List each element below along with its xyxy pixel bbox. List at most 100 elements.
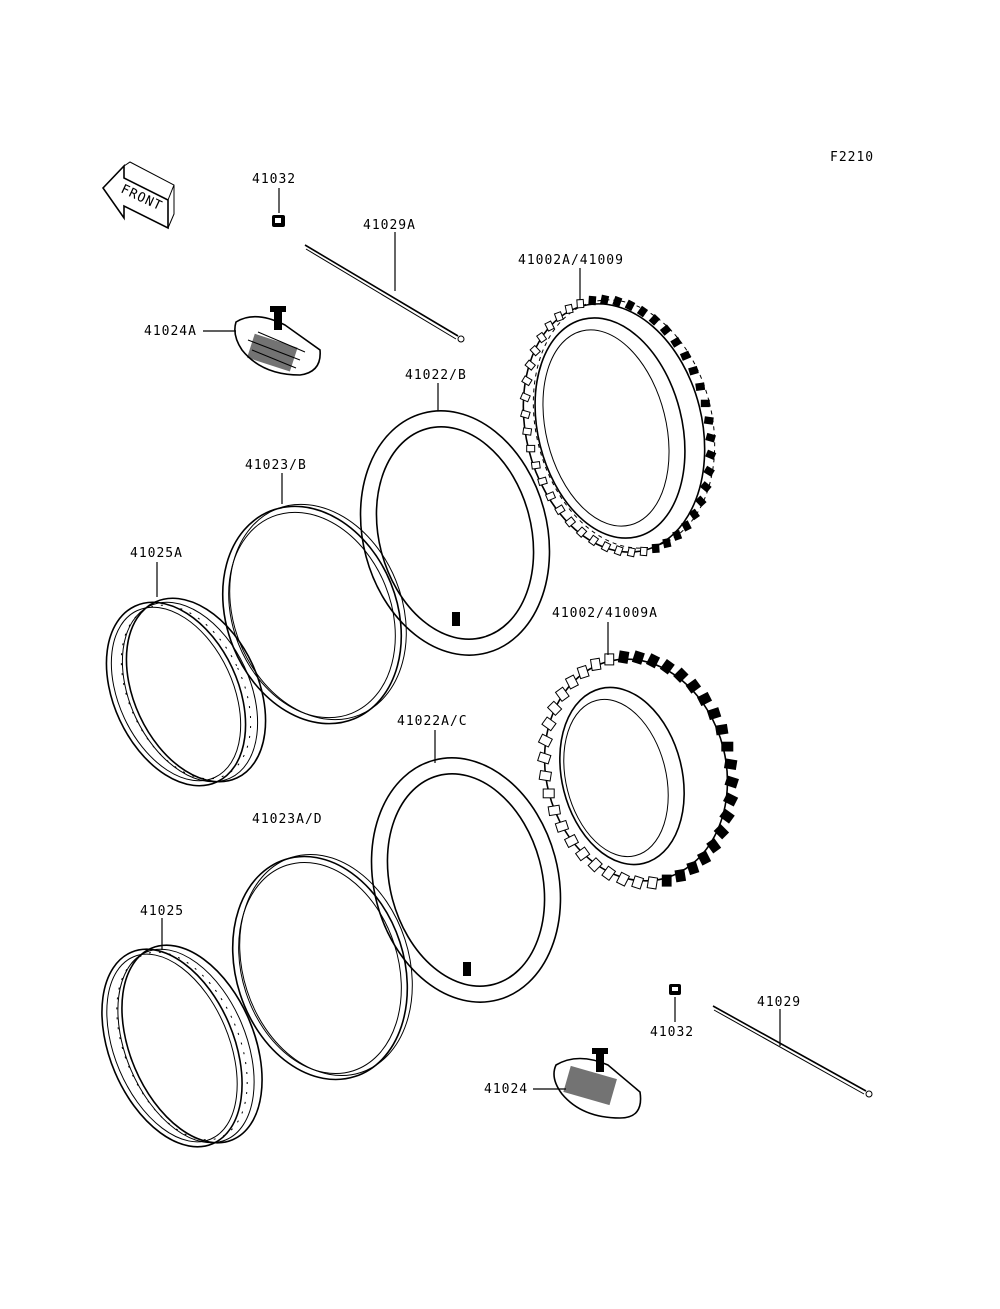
- tread-block: [564, 516, 577, 528]
- tread-block: [537, 751, 552, 765]
- tread-block: [648, 314, 661, 326]
- tread-block: [674, 868, 687, 883]
- tread-block: [529, 344, 541, 357]
- tread-block: [547, 804, 561, 817]
- tread-block: [524, 359, 537, 371]
- tread-block: [526, 444, 536, 453]
- label-41029: 41029: [757, 995, 801, 1010]
- tread-block: [695, 495, 707, 508]
- tread-block: [538, 770, 553, 782]
- tread-block: [554, 504, 566, 516]
- tread-block: [688, 365, 699, 376]
- tread-block: [574, 846, 591, 862]
- tread-block: [521, 375, 533, 387]
- tread-block: [713, 824, 730, 840]
- tread-block: [699, 481, 712, 493]
- tread-block: [546, 700, 563, 716]
- tread-block: [703, 465, 715, 477]
- front-arrow-icon: FRONT: [101, 161, 175, 230]
- spoke-41029A: [304, 232, 465, 343]
- tread-block: [721, 741, 734, 752]
- tread-block: [615, 871, 631, 887]
- tread-block: [662, 537, 672, 549]
- tread-block: [588, 295, 597, 306]
- label-41024A: 41024A: [144, 324, 197, 339]
- tread-block: [703, 416, 714, 425]
- tire-upper: [519, 268, 717, 558]
- tread-block: [544, 491, 557, 502]
- rim-band-upper: [221, 473, 407, 725]
- tread-block: [636, 305, 649, 318]
- label-41025: 41025: [140, 904, 184, 919]
- tread-block: [612, 295, 623, 307]
- tread-block: [681, 520, 692, 532]
- tread-block: [705, 449, 717, 460]
- tread-block: [696, 850, 712, 866]
- tread-block: [723, 792, 739, 807]
- label-41029A: 41029A: [363, 218, 416, 233]
- tire-lower: [537, 622, 739, 890]
- tread-block: [600, 294, 610, 306]
- tread-block: [613, 545, 624, 557]
- tread-block: [706, 838, 722, 854]
- tread-block: [536, 331, 548, 344]
- tread-block: [520, 409, 531, 420]
- tread-block: [719, 808, 735, 824]
- tread-block: [519, 392, 531, 403]
- label-41024: 41024: [484, 1082, 528, 1097]
- label-41002A-41009: 41002A/41009: [518, 253, 624, 268]
- tread-block: [554, 819, 570, 833]
- tread-block: [723, 758, 738, 770]
- label-41032-bottom: 41032: [650, 1025, 694, 1040]
- tread-block: [587, 857, 603, 873]
- tube-upper: [359, 383, 551, 656]
- tread-block: [544, 320, 555, 332]
- tread-block: [631, 875, 645, 890]
- tread-block: [688, 508, 700, 521]
- rim-lock-41024A: [203, 306, 321, 376]
- tread-block: [626, 546, 636, 558]
- tread-block: [659, 659, 675, 675]
- tread-block: [589, 657, 602, 672]
- rim-lock-41024: [533, 1048, 642, 1119]
- tread-block: [695, 382, 706, 391]
- tread-block: [679, 350, 692, 361]
- tread-block: [617, 650, 630, 664]
- tread-block: [686, 860, 700, 876]
- tread-block: [537, 476, 548, 487]
- tube-lower: [370, 730, 562, 1003]
- tread-block: [554, 686, 570, 702]
- label-41023-B: 41023/B: [245, 458, 307, 473]
- tread-block: [685, 678, 702, 694]
- label-41002-41009A: 41002/41009A: [552, 606, 658, 621]
- tread-block: [696, 691, 713, 707]
- tread-block: [651, 543, 660, 554]
- label-41022-B: 41022/B: [405, 368, 467, 383]
- rim-band-lower: [231, 854, 413, 1081]
- tread-block: [522, 427, 533, 436]
- rim-upper: [105, 562, 267, 787]
- tread-block: [624, 299, 636, 312]
- tread-block: [639, 546, 648, 557]
- tread-block: [670, 336, 682, 348]
- valve-nut-bottom: [669, 984, 681, 1022]
- label-41022A-C: 41022A/C: [397, 714, 468, 729]
- tread-block: [553, 311, 564, 323]
- tread-block: [564, 674, 580, 690]
- spoke-41029: [712, 1005, 873, 1098]
- tread-block: [564, 303, 574, 315]
- tread-block: [661, 874, 672, 887]
- tread-block: [645, 653, 661, 669]
- tread-block: [700, 399, 710, 408]
- tread-block: [542, 788, 555, 799]
- tread-block: [673, 667, 689, 683]
- tread-block: [706, 707, 722, 721]
- tread-block: [604, 653, 615, 666]
- tread-block: [576, 664, 590, 680]
- label-41025A: 41025A: [130, 546, 183, 561]
- tread-block: [672, 529, 683, 541]
- tread-block: [576, 298, 585, 309]
- tread-block: [659, 324, 672, 336]
- label-41023A-D: 41023A/D: [252, 812, 323, 827]
